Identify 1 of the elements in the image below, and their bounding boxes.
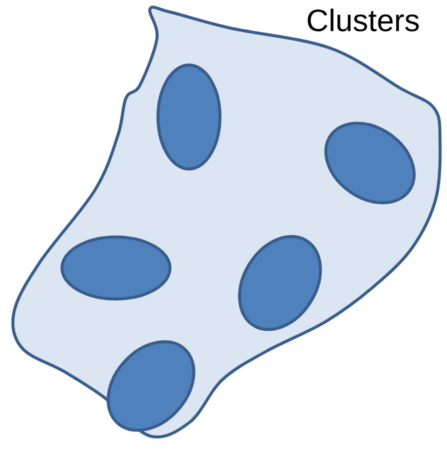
title-text: Clusters [308,8,419,32]
